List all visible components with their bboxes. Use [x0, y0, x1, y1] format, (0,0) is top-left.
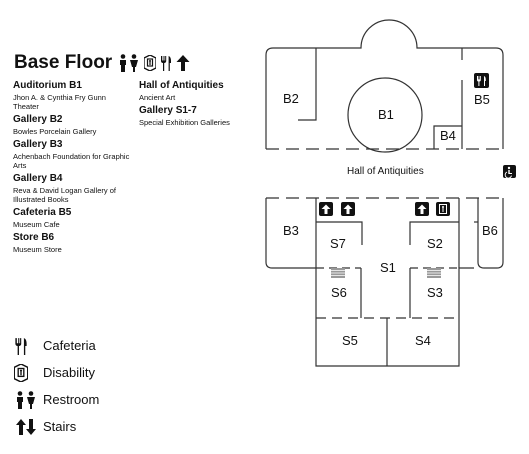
legend-item-restroom: Restroom — [14, 386, 99, 413]
entry-detail: Bowles Porcelain Gallery — [13, 127, 97, 136]
outer-wall — [265, 47, 274, 56]
floor-title-row: Base Floor — [14, 52, 194, 74]
stairs-icon — [427, 268, 441, 278]
disability-icon — [503, 165, 516, 179]
cafeteria-icon — [161, 56, 172, 71]
stairs-icon — [341, 202, 355, 216]
room-hall: Hall of Antiquities — [347, 166, 424, 177]
entry-heading: Store B6 — [13, 232, 55, 243]
room-s6: S6 — [331, 285, 347, 300]
stairs-icon — [331, 268, 345, 278]
entry-detail: Museum Cafe — [13, 220, 60, 229]
directory-entry: Cafeteria B5 Museum Cafe — [13, 207, 133, 229]
legend-label: Restroom — [43, 391, 100, 407]
disability-icon — [14, 363, 28, 382]
entry-heading: Cafeteria B5 — [13, 207, 72, 218]
legend-label: Stairs — [43, 418, 77, 434]
room-s5: S5 — [342, 333, 358, 348]
entry-detail: Special Exhibition Galleries — [139, 118, 230, 127]
entry-detail: Reva & David Logan Gallery of Illustrate… — [13, 186, 116, 204]
b2-wall — [298, 48, 317, 121]
room-b5: B5 — [474, 92, 490, 107]
cafeteria-icon — [474, 73, 489, 88]
entry-heading: Hall of Antiquities — [139, 80, 224, 91]
room-b6: B6 — [482, 223, 498, 238]
restroom-icon — [120, 54, 139, 72]
disability-icon — [144, 55, 157, 71]
cafeteria-icon — [15, 337, 27, 355]
directory-entry: Gallery S1-7 Special Exhibition Gallerie… — [139, 105, 259, 127]
floor-title: Base Floor — [14, 52, 113, 73]
s7-wall — [316, 221, 363, 245]
directory-entry: Auditorium B1 Jhon A. & Cynthia Fry Gunn… — [13, 80, 133, 111]
directory-entry: Gallery B3 Achenbach Foundation for Grap… — [13, 139, 133, 170]
legend-label: Cafeteria — [43, 337, 96, 353]
legend: Cafeteria Disability Restroom — [14, 332, 99, 440]
stairs-icon — [176, 55, 190, 71]
room-s1: S1 — [380, 260, 396, 275]
plan-walls — [265, 19, 504, 367]
stairs-icon — [415, 202, 429, 216]
auditorium-round-wall — [347, 77, 423, 153]
entry-heading: Gallery B3 — [13, 139, 63, 150]
s2-wall — [409, 221, 459, 245]
room-b3: B3 — [283, 223, 299, 238]
room-s4: S4 — [415, 333, 431, 348]
b4-box — [433, 125, 462, 149]
room-s3: S3 — [427, 285, 443, 300]
stairs-icon — [16, 418, 36, 435]
legend-item-cafeteria: Cafeteria — [14, 332, 99, 359]
directory-entry: Gallery B2 Bowles Porcelain Gallery — [13, 114, 133, 136]
stairs-icon — [319, 202, 333, 216]
entry-detail: Ancient Art — [139, 93, 176, 102]
legend-label: Disability — [43, 364, 96, 380]
directory-entry: Store B6 Museum Store — [13, 232, 133, 254]
disability-icon — [436, 202, 450, 216]
title-icons — [118, 54, 194, 72]
room-b4: B4 — [440, 128, 456, 143]
entry-detail: Jhon A. & Cynthia Fry Gunn Theater — [13, 93, 106, 111]
directory-entry: Gallery B4 Reva & David Logan Gallery of… — [13, 173, 133, 204]
outer-wall — [265, 198, 474, 367]
restroom-icon — [17, 390, 35, 409]
entry-heading: Gallery B4 — [13, 173, 63, 184]
outer-wall — [477, 198, 504, 269]
entry-heading: Gallery S1-7 — [139, 105, 197, 116]
room-s7: S7 — [330, 236, 346, 251]
room-s2: S2 — [427, 236, 443, 251]
directory-left: Auditorium B1 Jhon A. & Cynthia Fry Gunn… — [13, 80, 133, 257]
legend-item-stairs: Stairs — [14, 413, 99, 440]
entry-heading: Gallery B2 — [13, 114, 63, 125]
legend-item-disability: Disability — [14, 359, 99, 386]
outer-wall — [273, 19, 504, 149]
entry-detail: Achenbach Foundation for Graphic Arts — [13, 152, 130, 170]
directory-entry: Hall of Antiquities Ancient Art — [139, 80, 259, 102]
room-b1: B1 — [378, 107, 394, 122]
entry-heading: Auditorium B1 — [13, 80, 82, 91]
entry-detail: Museum Store — [13, 245, 62, 254]
room-b2: B2 — [283, 91, 299, 106]
directory-right: Hall of Antiquities Ancient Art Gallery … — [139, 80, 259, 130]
